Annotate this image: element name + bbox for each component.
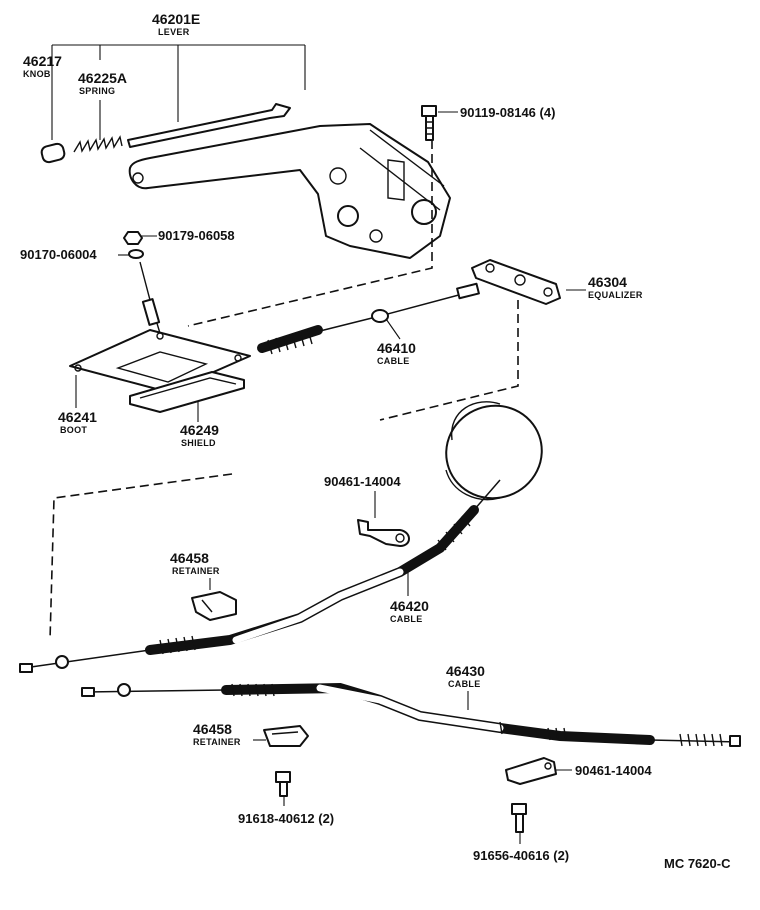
shield-name: SHIELD [181,438,216,448]
label-spring: 46225A SPRING [78,70,127,96]
equalizer-number: 46304 [588,274,627,290]
assembly-line-equalizer [379,300,519,421]
lever-leader-lines [51,44,306,140]
cable-front-drawing [257,282,480,355]
diagram-code: MC 7620-C [664,856,731,871]
shield-drawing [129,371,245,413]
lever-number: 46201E [152,11,200,27]
bolt-top-code: 90119-08146 (4) [460,105,555,120]
nut-code: 90179-06058 [158,228,235,243]
spring-number: 46225A [78,70,127,86]
lever-rod-drawing [127,103,291,148]
spring-name: SPRING [79,86,115,96]
boot-number: 46241 [58,409,97,425]
cable-left-number: 46420 [390,598,429,614]
assembly-line-lever [187,140,433,327]
clamp-lower-code: 90461-14004 [575,763,652,778]
label-cable-front: 46410 CABLE [377,340,416,366]
label-lever: 46201E LEVER [152,11,200,37]
boot-drawing [69,329,251,393]
lever-body-drawing [128,123,451,259]
label-equalizer: 46304 EQUALIZER [588,274,643,300]
equalizer-drawing [471,259,561,305]
cable-right-drawing [81,682,741,747]
label-knob: 46217 KNOB [23,53,62,79]
brake-drum-drawing [445,401,543,501]
knob-number: 46217 [23,53,62,69]
cable-right-name: CABLE [448,679,481,689]
label-cable-left: 46420 CABLE [390,598,429,624]
washer-drawing [128,249,144,259]
retainer-upper-drawing [191,591,237,621]
cable-left-drawing [19,479,501,673]
knob-drawing [40,142,66,164]
shield-number: 46249 [180,422,219,438]
rod-adjuster-drawing [141,298,161,326]
label-retainer-lower: 46458 RETAINER [193,721,241,747]
retainer-upper-number: 46458 [170,550,209,566]
label-cable-right: 46430 CABLE [446,663,485,689]
assembly-line-left [49,473,233,641]
clamp-upper-code: 90461-14004 [324,474,401,489]
equalizer-name: EQUALIZER [588,290,643,300]
lever-name: LEVER [158,27,190,37]
cable-right-number: 46430 [446,663,485,679]
label-shield: 46249 SHIELD [180,422,219,448]
clamp-upper-drawing [357,519,410,547]
retainer-lower-number: 46458 [193,721,232,737]
bolt-right-code: 91656-40616 (2) [473,848,569,863]
retainer-lower-name: RETAINER [193,737,241,747]
cable-left-name: CABLE [390,614,423,624]
label-boot: 46241 BOOT [58,409,97,435]
bolt-right-drawing [511,803,527,833]
retainer-upper-name: RETAINER [172,566,220,576]
bolt-left-drawing [275,771,291,797]
label-retainer-upper: 46458 RETAINER [170,550,220,576]
cable-front-name: CABLE [377,356,410,366]
washer-code: 90170-06004 [20,247,97,262]
cable-front-number: 46410 [377,340,416,356]
bolt-left-code: 91618-40612 (2) [238,811,334,826]
retainer-lower-drawing [263,725,309,747]
knob-name: KNOB [23,69,51,79]
bolt-top-drawing [421,105,437,141]
nut-drawing [123,231,143,245]
boot-name: BOOT [60,425,87,435]
spring-drawing [73,135,123,153]
clamp-lower-drawing [505,757,557,785]
